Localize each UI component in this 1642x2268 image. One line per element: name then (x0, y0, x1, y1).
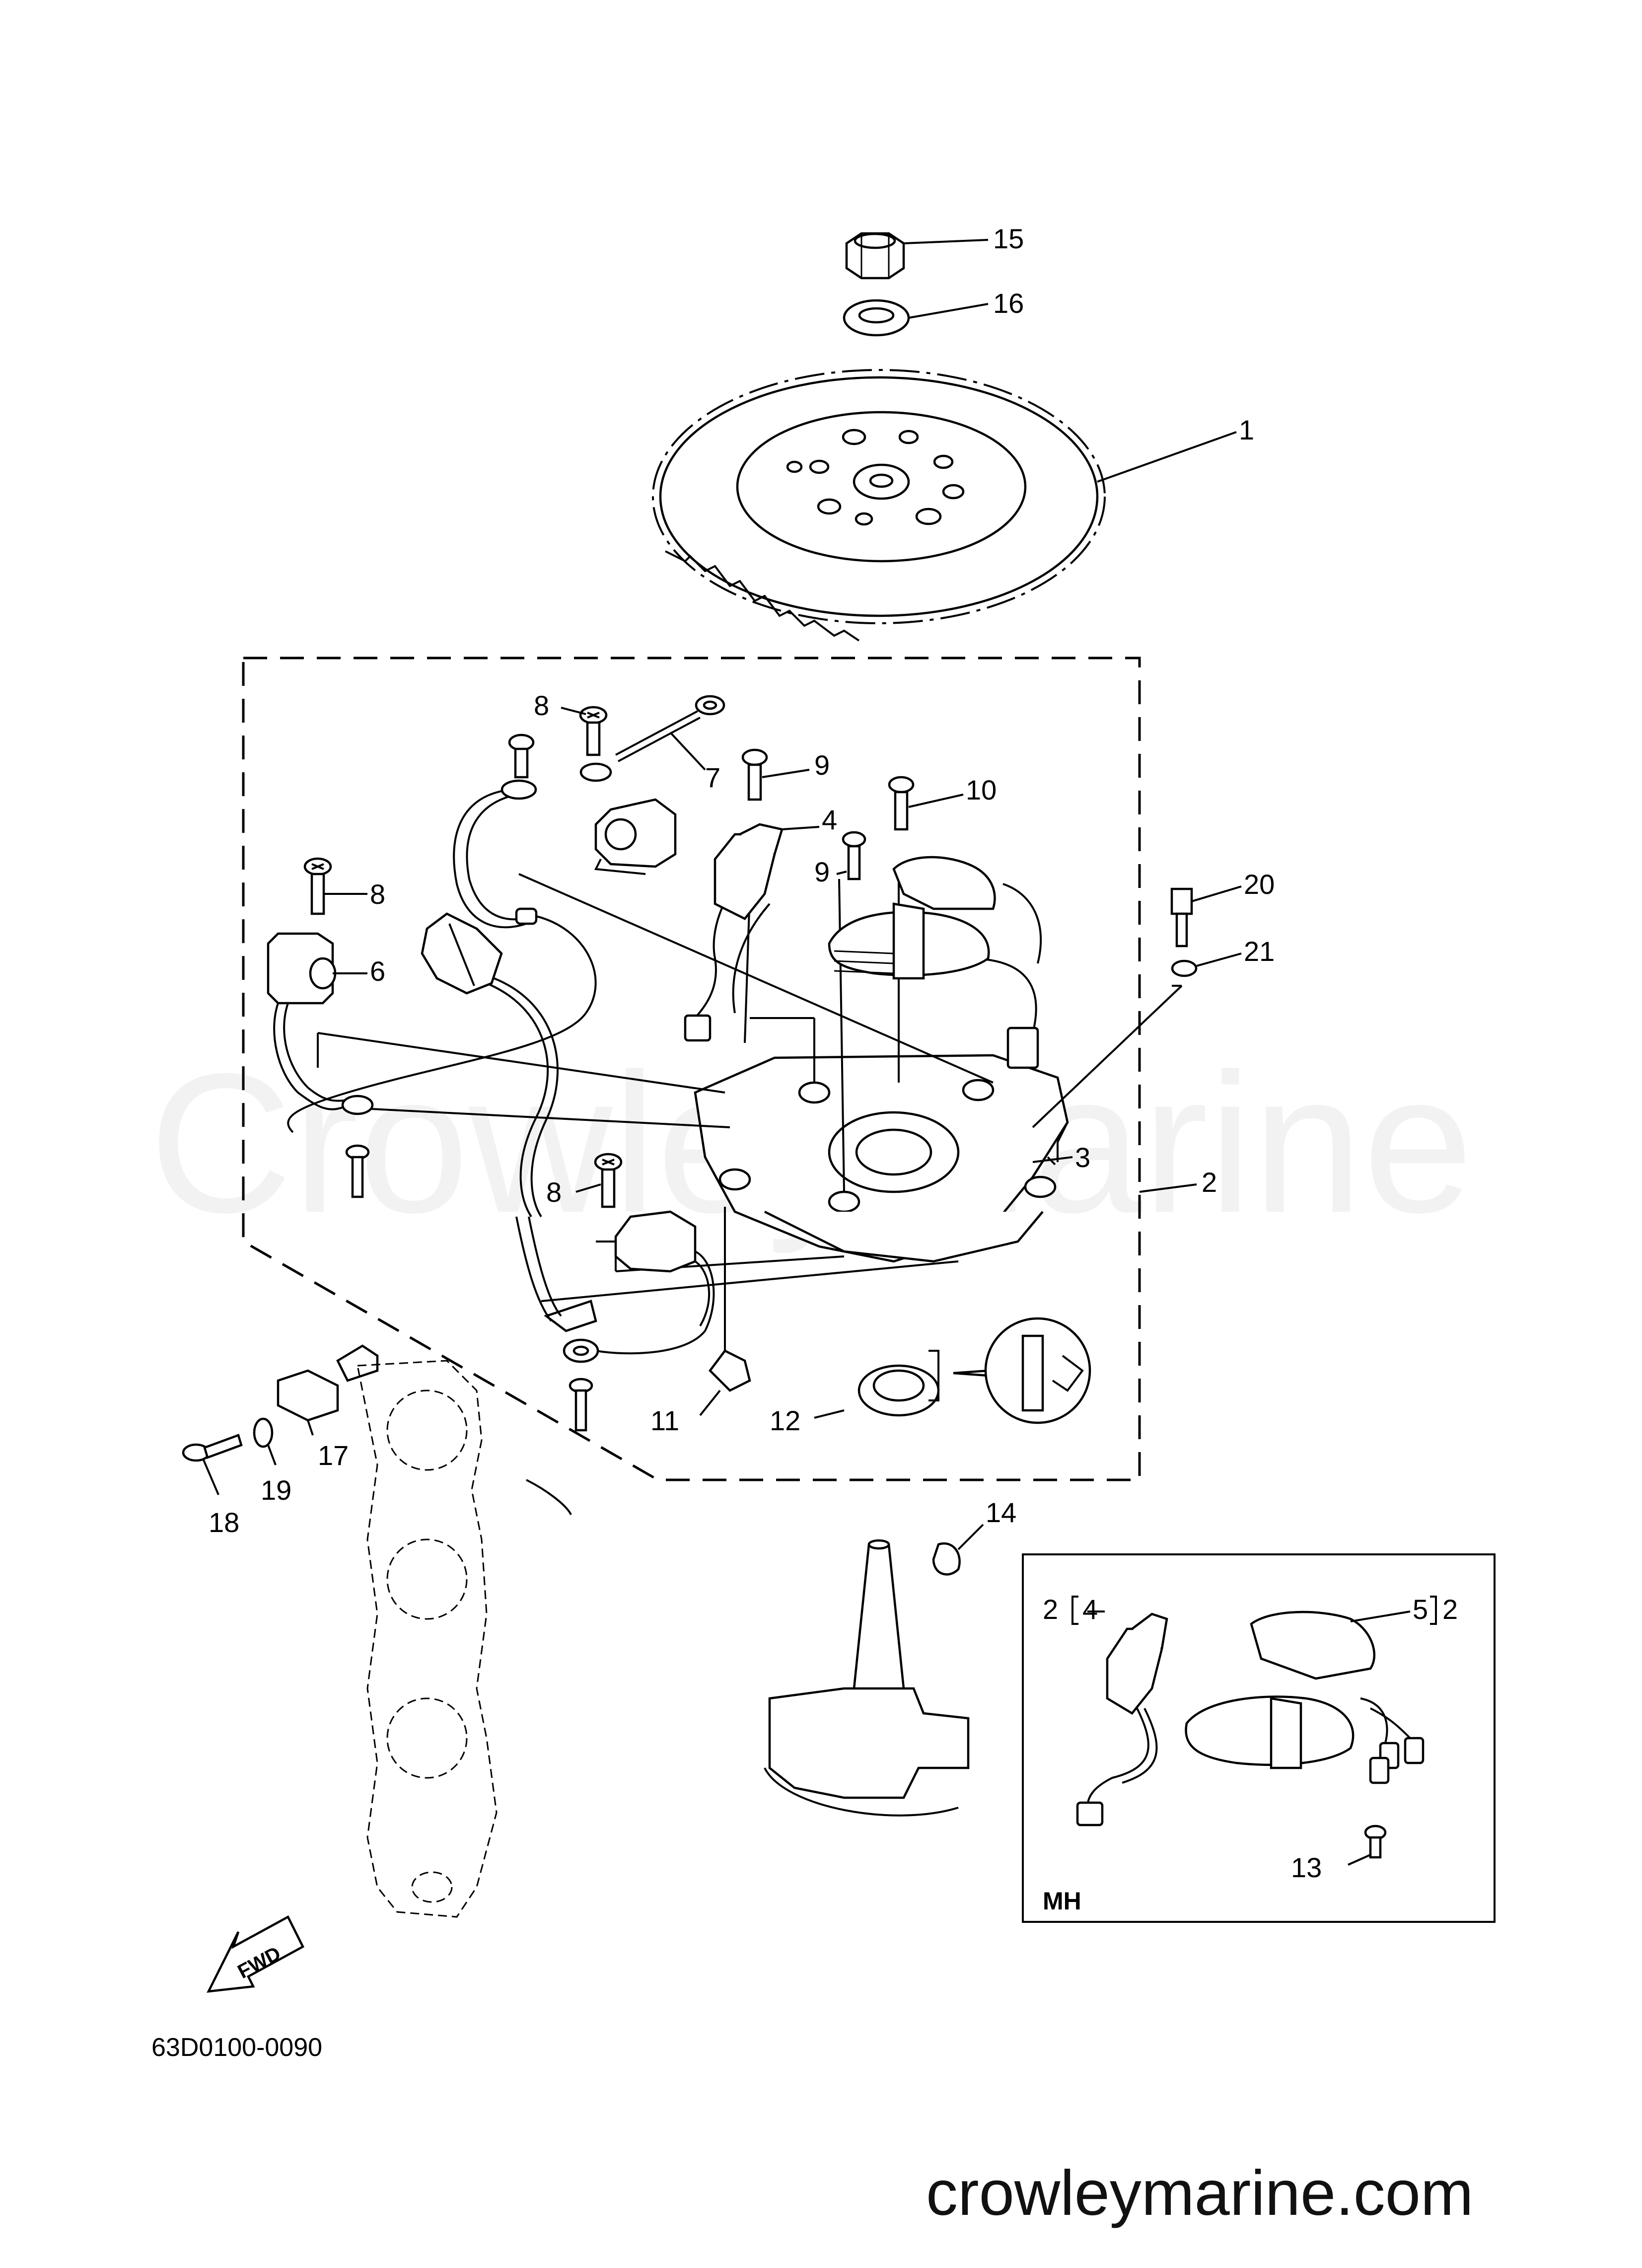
key-part-14 (932, 1524, 984, 1576)
oil-seal-part-12 (814, 1317, 1091, 1424)
inset-label-2-right: 2 (1442, 1594, 1458, 1625)
washer-part-19 (253, 1417, 277, 1465)
clip-part-11 (699, 1349, 751, 1416)
screw-extra-1 (500, 733, 537, 800)
label-21: 21 (1244, 936, 1275, 967)
inset-bracket-right (1430, 1596, 1437, 1625)
assembly-outline-2 (242, 657, 1141, 1481)
inset-bracket-left (1071, 1596, 1078, 1625)
ground-lead-part-7 (615, 695, 725, 771)
nut-part-15 (845, 232, 989, 280)
label-18: 18 (209, 1507, 239, 1538)
label-10: 10 (966, 774, 997, 805)
connector-plug (421, 912, 712, 1042)
screw-part-9-right (836, 831, 866, 880)
label-16: 16 (993, 288, 1024, 319)
screw-part-8-top (561, 706, 608, 756)
washer-extra (579, 762, 612, 782)
lighting-coil (828, 856, 1039, 1069)
screw-extra-2 (341, 1095, 374, 1198)
label-14: 14 (986, 1497, 1016, 1528)
cylinder-block (357, 1360, 498, 1918)
screw-part-9-left (741, 748, 810, 801)
screw-part-8-middle (575, 1153, 623, 1208)
inset-label-5: 5 (1413, 1594, 1428, 1625)
label-9-mid: 9 (814, 856, 830, 887)
inset-label-13: 13 (1291, 1852, 1322, 1883)
screw-part-18 (182, 1434, 243, 1495)
site-name: crowleymarine.com (926, 2158, 1474, 2229)
label-19: 19 (261, 1474, 291, 1506)
label-7: 7 (705, 762, 720, 793)
inset-box-mh (1022, 1553, 1496, 1923)
label-15: 15 (993, 223, 1024, 254)
label-8-mid: 8 (546, 1176, 562, 1208)
charge-coil-part-4 (714, 823, 820, 920)
pulser-coil-lower (515, 1210, 715, 1363)
pulser-coil-top (594, 798, 677, 875)
inset-label-4: 4 (1082, 1594, 1098, 1625)
label-8-top: 8 (534, 690, 549, 721)
inset-coil-5 (1185, 1610, 1425, 1784)
inset-coil-4 (1076, 1610, 1168, 1827)
fwd-arrow-icon: FWD (207, 1915, 304, 1993)
screw-part-10 (888, 776, 964, 831)
washer-part-16 (843, 299, 989, 337)
inset-screw-13 (1348, 1825, 1387, 1866)
bolt-part-20 (1170, 885, 1242, 948)
label-12: 12 (770, 1405, 800, 1436)
inset-title-mh: MH (1043, 1887, 1081, 1915)
pulser-coil-part-6 (267, 932, 367, 1110)
label-17: 17 (318, 1440, 349, 1471)
wiring-harness (287, 789, 1042, 1515)
bracket-part-17 (277, 1344, 379, 1436)
label-9-top: 9 (814, 749, 830, 781)
flywheel-part-1 (652, 369, 1237, 642)
screw-extra-3 (569, 1378, 593, 1432)
label-4: 4 (822, 804, 837, 835)
label-6: 6 (370, 955, 385, 987)
base-plate-part-3 (694, 1054, 1073, 1263)
inset-label-2-left: 2 (1043, 1594, 1058, 1625)
label-2: 2 (1202, 1167, 1217, 1198)
diagram-code: 63D0100-0090 (151, 2033, 322, 2062)
label-8-left: 8 (370, 878, 385, 910)
washer-part-21 (1171, 952, 1242, 977)
crankshaft (764, 1539, 970, 1817)
label-1: 1 (1239, 414, 1254, 445)
label-20: 20 (1244, 869, 1275, 900)
screw-part-8-left (303, 857, 367, 915)
label-11: 11 (650, 1405, 679, 1436)
label-3: 3 (1075, 1142, 1090, 1173)
